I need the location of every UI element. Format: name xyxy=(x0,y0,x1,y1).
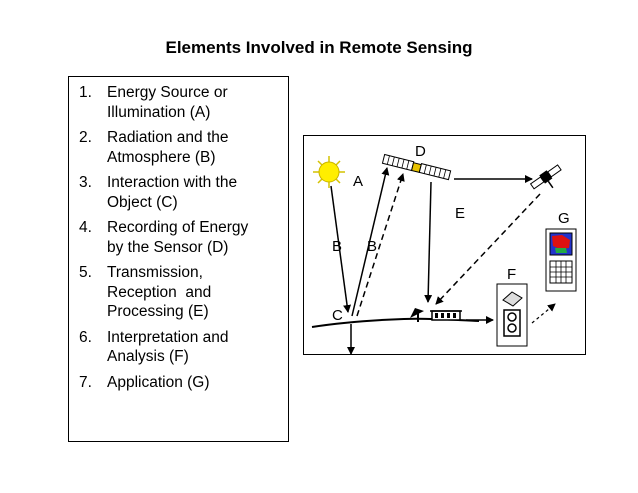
ground-station-icon xyxy=(410,308,462,322)
interpretation-workstation-icon xyxy=(496,283,528,347)
label-b-left: B xyxy=(332,238,342,255)
label-g: G xyxy=(558,210,570,227)
label-f: F xyxy=(507,266,516,283)
page-title: Elements Involved in Remote Sensing xyxy=(165,38,473,57)
label-e: E xyxy=(455,205,465,222)
relay-satellite-icon xyxy=(529,164,562,190)
list-item-number: 2. xyxy=(79,129,92,146)
radiation-arrow-sun-to-ground xyxy=(330,185,352,313)
downlink-arrow xyxy=(424,181,433,303)
analysis-to-application-arrow xyxy=(531,303,556,324)
radiation-arrow-ground-to-satellite xyxy=(351,167,390,317)
list-item-number: 3. xyxy=(79,174,92,191)
satellite-icon xyxy=(381,153,452,181)
remote-sensing-diagram: A D C xyxy=(303,135,586,355)
application-map-icon xyxy=(545,228,577,292)
radiation-arrow-dashed xyxy=(356,173,405,317)
transmission-arrow-dashed xyxy=(435,193,541,305)
label-d: D xyxy=(415,143,426,160)
list-item-7: 7. Application (G) xyxy=(79,373,280,393)
list-item-number: 5. xyxy=(79,264,92,281)
list-item-number: 7. xyxy=(79,373,92,391)
diagram-canvas: A D C xyxy=(311,143,577,355)
list-item-number: 4. xyxy=(79,219,92,236)
label-c: C xyxy=(332,307,343,324)
label-a: A xyxy=(353,173,363,190)
list-item-number: 1. xyxy=(79,84,92,101)
label-b-right: B xyxy=(367,238,377,255)
list-item-number: 6. xyxy=(79,328,92,346)
list-item-text: Application (G) xyxy=(107,373,210,391)
sun-icon xyxy=(313,156,345,188)
